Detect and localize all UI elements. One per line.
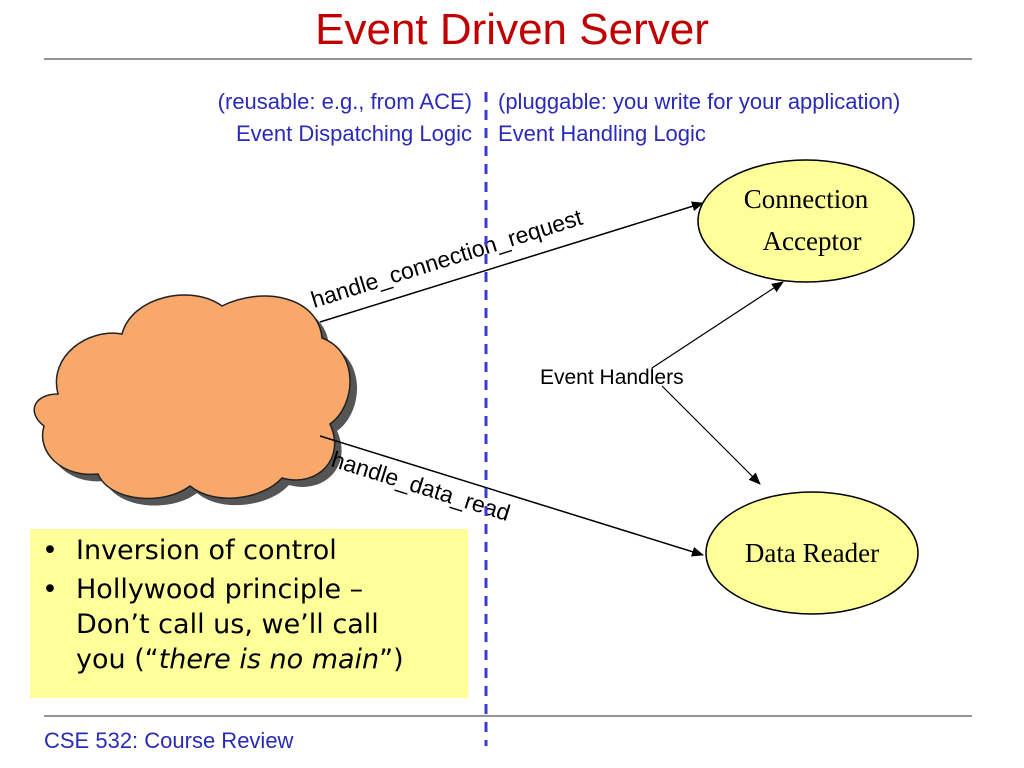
event-demultiplexer-cloud [33,294,358,506]
right-header-line2: Event Handling Logic [498,121,706,146]
handler-to-acceptor-arrow [651,281,784,369]
footer-course: CSE 532: Course Review [44,728,294,753]
bullet-2-line2: Don’t call us, we’ll call [76,609,379,640]
bullet-2-line3: you (“there is no main”) [76,642,468,677]
bullet-hollywood-principle: Hollywood principle – Don’t call us, we’… [30,572,468,677]
key-points-callout: Inversion of control Hollywood principle… [30,529,468,698]
connection-acceptor-label-line1: Connection [744,184,869,214]
left-header-line1: (reusable: e.g., from ACE) [217,89,472,114]
data-reader-node [705,491,919,615]
bullet-list: Inversion of control Hollywood principle… [30,533,468,677]
connection-acceptor-label-line2: Acceptor [763,226,862,256]
bullet-1-text: Inversion of control [76,535,337,566]
handler-to-reader-arrow [661,385,761,485]
handling-logic-header: (pluggable: you write for your applicati… [498,86,900,150]
connection-request-label: handle_connection_request [308,204,586,313]
slide-title: Event Driven Server [315,5,709,54]
bullet-2-line3-start: you (“ [76,644,159,675]
left-header-line2: Event Dispatching Logic [235,121,472,146]
connection-request-arrow [319,201,704,323]
bullet-2-line1: Hollywood principle – [76,574,364,605]
dispatching-logic-header: (reusable: e.g., from ACE) Event Dispatc… [218,86,472,150]
bullet-inversion-of-control: Inversion of control [30,533,468,568]
data-reader-label: Data Reader [745,538,879,568]
bullet-2-emphasis: there is no main [158,644,380,675]
connection-acceptor-node [697,159,915,283]
right-header-line1: (pluggable: you write for your applicati… [498,89,901,114]
event-handlers-label: Event Handlers [540,366,684,389]
bullet-2-line3-end: ”) [379,644,404,675]
data-read-arrow [319,435,704,557]
